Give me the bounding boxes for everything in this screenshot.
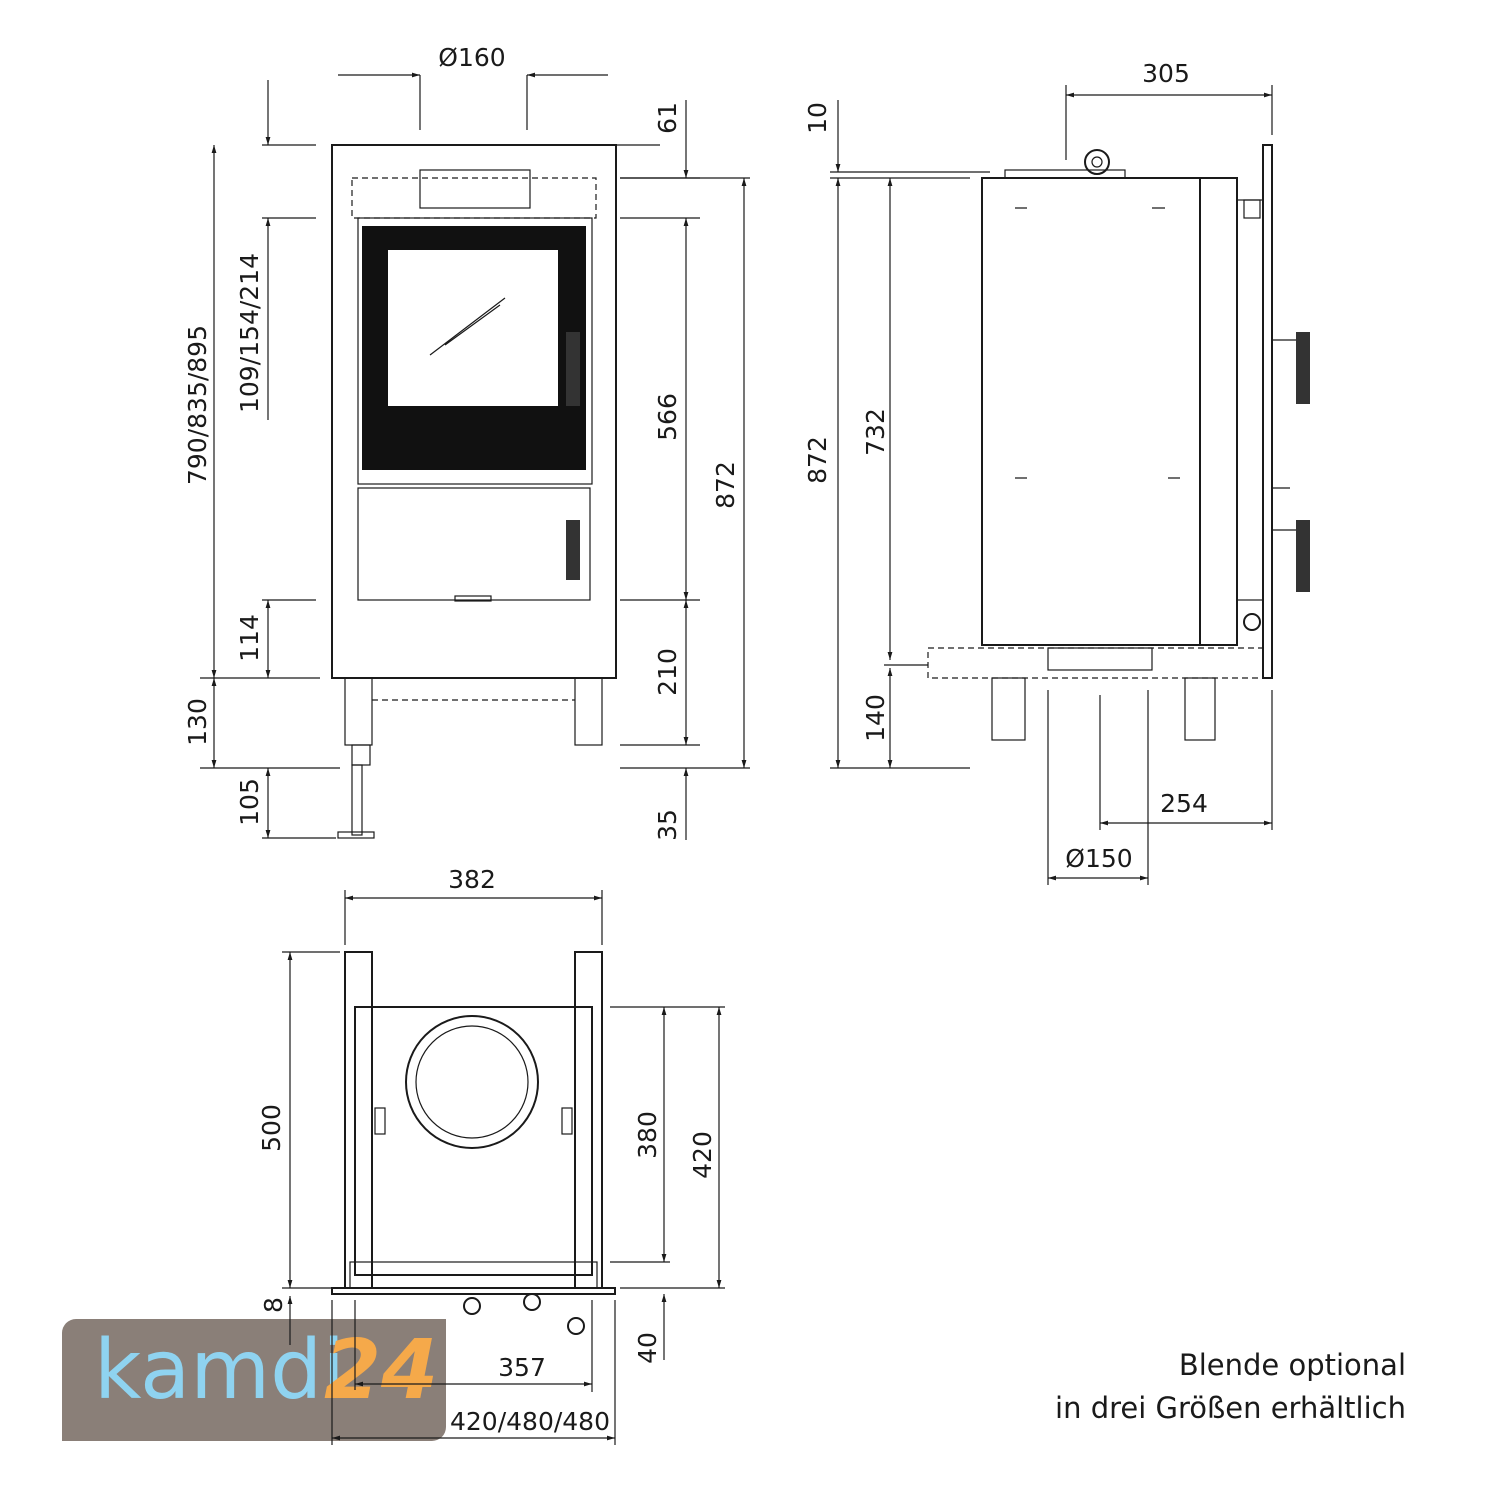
dim-foot-height: 105 [235, 778, 264, 826]
dim-lower-offset: 114 [235, 614, 264, 662]
dim-flue-heights: 109/154/214 [235, 253, 264, 413]
dim-top-depth: 500 [257, 1104, 286, 1152]
dim-top-gap: 10 [803, 102, 832, 134]
dim-leg-height: 130 [183, 698, 212, 746]
note-line-2: in drei Größen erhältlich [1055, 1391, 1406, 1425]
dim-flue-depth: 254 [1160, 789, 1208, 818]
dim-panel-widths: 420/480/480 [450, 1407, 610, 1436]
dim-top-width: 382 [448, 865, 496, 894]
logo-text-kamdi: kamdi [94, 1323, 346, 1418]
note-line-1: Blende optional [1178, 1348, 1406, 1382]
dim-total-heights: 790/835/895 [183, 325, 212, 485]
top-view: 382 500 380 420 8 40 357 420/480/480 [257, 865, 725, 1445]
dim-foot-offset: 35 [653, 809, 682, 841]
logo-text-24: 24 [324, 1323, 439, 1418]
dim-inner-width: 357 [498, 1353, 546, 1382]
side-view: 305 10 872 732 140 254 Ø150 [803, 59, 1310, 885]
front-view: Ø160 61 790/835/895 109/154/214 566 872 … [183, 43, 750, 841]
kamdi24-logo: kamdi 24 [62, 1319, 446, 1441]
dim-side-flue-diameter: Ø150 [1065, 844, 1132, 873]
dim-door-height: 566 [653, 393, 682, 441]
dim-base-height: 210 [653, 648, 682, 696]
dim-top-offset: 61 [653, 102, 682, 134]
dim-front-offset: 40 [633, 1332, 662, 1364]
dim-inner-depth: 380 [633, 1111, 662, 1159]
dim-side-height: 872 [803, 436, 832, 484]
glass-window [388, 250, 558, 406]
dim-flue-diameter: Ø160 [438, 43, 505, 72]
dim-body-height: 872 [711, 461, 740, 509]
dim-outer-depth: 420 [688, 1131, 717, 1179]
dim-inner-height: 732 [861, 408, 890, 456]
dim-side-base-height: 140 [861, 694, 890, 742]
dim-depth: 305 [1142, 59, 1190, 88]
dim-plate-thickness: 8 [259, 1297, 288, 1313]
